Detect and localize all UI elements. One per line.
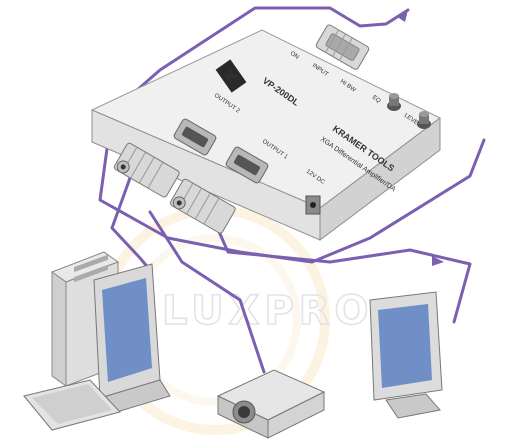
watermark-text: LUXPRO	[162, 288, 374, 334]
pc-monitor-screen	[102, 278, 152, 382]
arrow-input	[396, 10, 408, 22]
level-knob	[417, 111, 431, 129]
pc-monitor	[94, 264, 170, 414]
display-monitor	[370, 292, 442, 418]
power-jack	[306, 196, 320, 214]
vp200dl-device: K VP-200DL KRAMER TOOLS XGA Differential…	[92, 30, 440, 240]
display-screen	[378, 304, 432, 388]
eq-knob	[387, 93, 401, 111]
